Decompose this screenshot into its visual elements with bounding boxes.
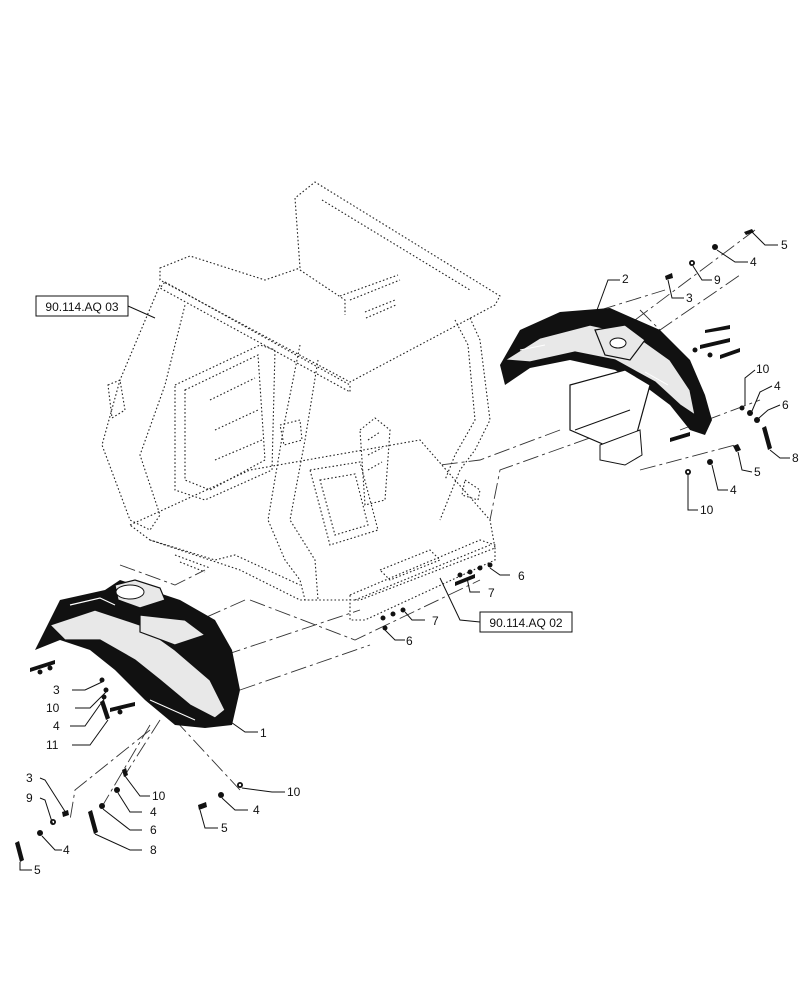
hardware-right-top [665, 229, 754, 280]
callout-3[interactable]: 3 [686, 291, 693, 305]
callout-10[interactable]: 10 [756, 362, 770, 376]
left-fender[interactable] [35, 579, 240, 728]
callout-11[interactable]: 11 [46, 738, 59, 752]
callout-3[interactable]: 3 [53, 683, 60, 697]
callout-7[interactable]: 7 [488, 586, 495, 600]
callout-4[interactable]: 4 [63, 843, 70, 857]
callout-6[interactable]: 6 [150, 823, 157, 837]
callout-5[interactable]: 5 [34, 863, 41, 877]
callout-9[interactable]: 9 [714, 273, 721, 287]
callout-8[interactable]: 8 [150, 843, 157, 857]
leader-lines [19, 231, 790, 871]
callout-5[interactable]: 5 [754, 465, 761, 479]
callout-4[interactable]: 4 [253, 803, 260, 817]
callout-6[interactable]: 6 [406, 634, 413, 648]
reference-box-aq03[interactable]: 90.114.AQ 03 [35, 295, 129, 317]
callout-3[interactable]: 3 [26, 771, 33, 785]
hardware-left-bottom [15, 810, 69, 862]
callout-10[interactable]: 10 [700, 503, 714, 517]
hardware-left [30, 660, 135, 720]
reference-box-aq02[interactable]: 90.114.AQ 02 [479, 611, 573, 633]
callout-9[interactable]: 9 [26, 791, 33, 805]
callout-8[interactable]: 8 [792, 451, 799, 465]
hardware-right-mid [670, 325, 772, 475]
callout-10[interactable]: 10 [152, 789, 166, 803]
callout-10[interactable]: 10 [46, 701, 60, 715]
callout-5[interactable]: 5 [221, 821, 228, 835]
callout-part-2[interactable]: 2 [622, 272, 629, 286]
callout-7[interactable]: 7 [432, 614, 439, 628]
cab-frame [101, 181, 501, 621]
assembly-center-lines [69, 229, 761, 821]
callout-10[interactable]: 10 [287, 785, 301, 799]
callout-part-1[interactable]: 1 [260, 726, 267, 740]
reference-label-aq02: 90.114.AQ 02 [489, 616, 562, 630]
callouts: 1 2 5 4 9 3 10 4 6 8 5 4 10 6 7 7 6 3 10… [26, 238, 799, 877]
callout-4[interactable]: 4 [750, 255, 757, 269]
hardware-center [380, 562, 493, 631]
callout-4[interactable]: 4 [730, 483, 737, 497]
hardware-bottom-center [88, 768, 243, 834]
callout-4[interactable]: 4 [150, 805, 157, 819]
reference-label-aq03: 90.114.AQ 03 [45, 300, 118, 314]
callout-5[interactable]: 5 [781, 238, 788, 252]
callout-4[interactable]: 4 [774, 379, 781, 393]
callout-6[interactable]: 6 [782, 398, 789, 412]
right-fender[interactable] [500, 308, 712, 466]
callout-6[interactable]: 6 [518, 569, 525, 583]
callout-4[interactable]: 4 [53, 719, 60, 733]
